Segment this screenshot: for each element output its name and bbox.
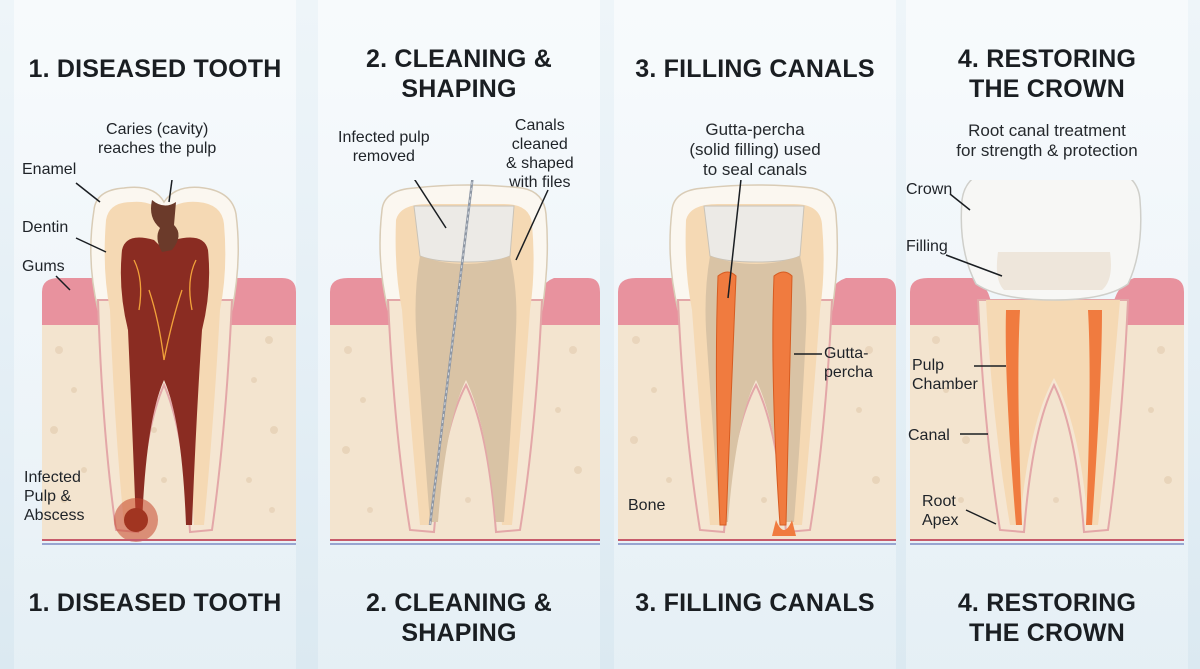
label-infected-pulp: Infected Pulp & Abscess	[24, 469, 85, 524]
label-caries: Caries (cavity) reaches the pulp	[98, 121, 217, 157]
panel-1-top-title: 1. DISEASED TOOTH	[28, 55, 282, 83]
label-dentin: Dentin	[22, 219, 69, 236]
panel-diseased-tooth: 1. DISEASED TOOTH Caries (cavity) reache…	[14, 0, 296, 669]
label-gutta-percha-desc: Gutta-percha (solid filling) used to sea…	[689, 120, 821, 179]
panel-1-bottom-title: 1. DISEASED TOOTH	[28, 589, 282, 617]
gutta-percha-cone-left	[715, 271, 737, 526]
infected-pulp	[120, 237, 210, 525]
panel-cleaning-shaping: 2. CLEANING & SHAPING Infected pulp remo…	[318, 0, 600, 669]
filling-material	[996, 252, 1111, 290]
restored-crown-illustration	[910, 180, 1184, 545]
panel-2-top-title: 2. CLEANING & SHAPING	[366, 45, 552, 103]
label-canal: Canal	[908, 427, 950, 444]
label-enamel: Enamel	[22, 161, 77, 178]
caries-cavity	[151, 200, 179, 252]
diseased-tooth-illustration	[42, 180, 296, 545]
label-restoration-desc: Root canal treatment for strength & prot…	[956, 121, 1138, 160]
endodontic-file	[428, 180, 474, 526]
panel-4-bottom-title: 4. RESTORING THE CROWN	[957, 589, 1137, 647]
label-gums: Gums	[22, 258, 65, 275]
panel-4-top-title: 4. RESTORING THE CROWN	[957, 45, 1137, 103]
panel-3-top-title: 3. FILLING CANALS	[635, 55, 875, 83]
panel-2-bottom-title: 2. CLEANING & SHAPING	[366, 589, 552, 647]
cleaning-shaping-illustration	[330, 180, 600, 545]
gutta-percha-cone-right	[772, 271, 793, 526]
label-root-apex: Root Apex	[922, 493, 959, 529]
label-crown: Crown	[906, 181, 953, 198]
label-filling: Filling	[906, 238, 948, 255]
label-gutta-percha-side: Gutta- percha	[824, 345, 873, 381]
filling-canals-illustration	[618, 180, 896, 545]
panel-filling-canals: 3. FILLING CANALS Gutta-percha (solid fi…	[614, 0, 896, 669]
panel-3-bottom-title: 3. FILLING CANALS	[635, 589, 875, 617]
panel-restoring-crown: 4. RESTORING THE CROWN Root canal treatm…	[906, 0, 1188, 669]
label-pulp-chamber: Pulp Chamber	[912, 357, 978, 393]
label-canals-cleaned: Canals cleaned & shaped with files	[506, 117, 574, 191]
label-bone: Bone	[628, 497, 666, 514]
label-infected-pulp-removed: Infected pulp removed	[338, 129, 430, 165]
